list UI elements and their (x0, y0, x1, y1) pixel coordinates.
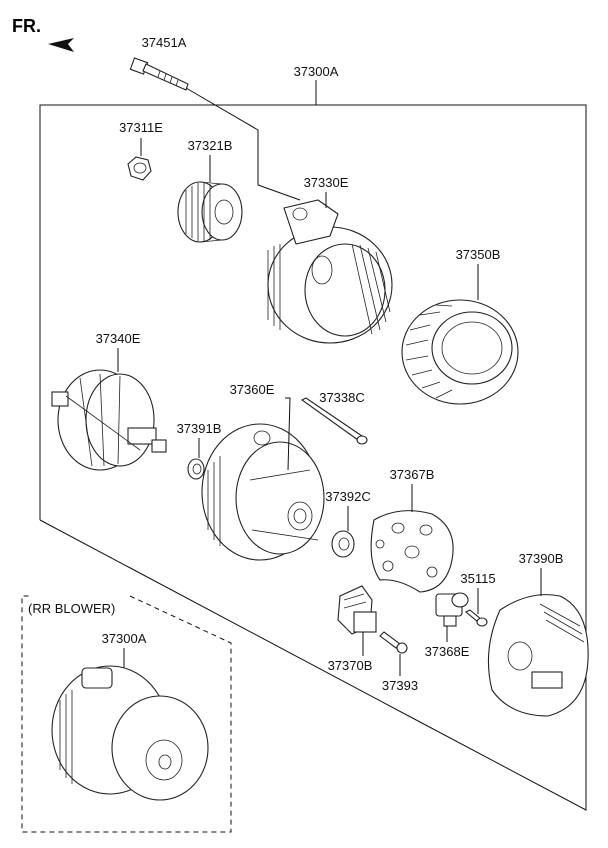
inset-part-label: 37300A (102, 631, 147, 646)
part-label-rotor: 37340E (96, 331, 141, 346)
regulator-part (337, 585, 377, 635)
front-bearing-washer-part (187, 458, 205, 480)
front-bracket-part (267, 199, 393, 344)
assembly-label: 37300A (294, 64, 339, 79)
bolt-part (129, 57, 189, 91)
part-label-brush-holder: 37368E (425, 644, 470, 659)
through-bolt-part (300, 397, 368, 445)
inset-rr-blower: (RR BLOWER) 37300A (21, 595, 232, 833)
rear-bracket-part (201, 423, 325, 561)
inset-border (21, 595, 232, 833)
part-label-rear-cover: 37390B (519, 551, 564, 566)
mount-screw-part (379, 631, 408, 654)
leader-bolt (185, 87, 301, 201)
front-arrow-icon (48, 38, 74, 52)
stator-part (401, 299, 519, 405)
part-label-rear-bracket: 37360E (230, 382, 275, 397)
part-label-front-bearing-washer: 37391B (177, 421, 222, 436)
screw-part (465, 609, 488, 627)
pulley-part (177, 181, 243, 243)
part-label-rectifier: 37367B (390, 467, 435, 482)
leader-rear-bracket (285, 397, 291, 471)
part-label-pulley: 37321B (188, 138, 233, 153)
part-label-through-bolt: 37338C (319, 390, 365, 405)
part-label-stator: 37350B (456, 247, 501, 262)
inset-title: (RR BLOWER) (28, 601, 115, 616)
rectifier-part (370, 510, 454, 593)
part-label-regulator: 37370B (328, 658, 373, 673)
rear-bearing-part (331, 530, 355, 558)
part-label-screw: 35115 (460, 571, 495, 586)
part-label-mount-screw: 37393 (382, 678, 418, 693)
rear-cover-part (487, 594, 589, 717)
assembly-boundary (39, 104, 587, 811)
part-label-nut: 37311E (119, 120, 163, 135)
rotor-part (51, 369, 167, 471)
part-label-front-bracket: 37330E (304, 175, 349, 190)
inset-alternator-part (51, 665, 209, 801)
part-label-bolt: 37451A (142, 35, 187, 50)
brush-holder-part (435, 592, 469, 627)
front-orientation-label: FR. (12, 16, 41, 36)
nut-part (127, 156, 152, 181)
part-label-rear-bearing: 37392C (325, 489, 371, 504)
